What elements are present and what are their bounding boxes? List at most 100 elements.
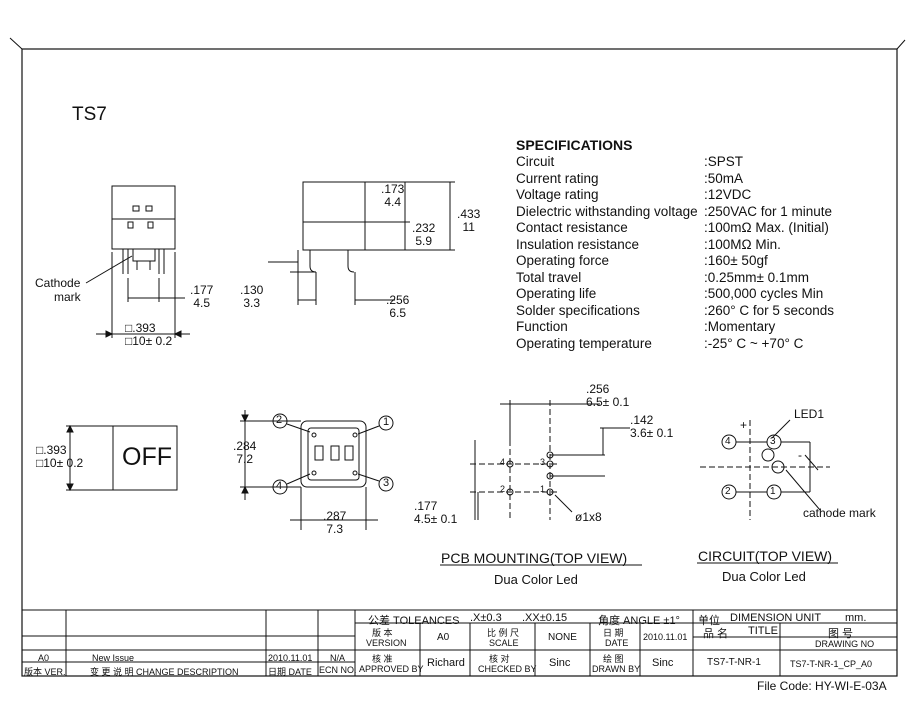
drawn-value: Sinc [652,657,674,669]
cathode-label-mark: mark [54,290,81,304]
spec-label: Operating temperature [516,336,652,351]
spec-value: :12VDC [704,187,752,202]
drawn-en: DRAWN BY [592,664,641,674]
scale-cn: 比 例 尺 [487,628,520,638]
led-label: LED1 [794,407,825,421]
drawing-no-en: DRAWING NO [815,639,875,649]
model-title: TS7 [72,104,107,125]
spec-value: :0.25mm± 0.1mm [704,270,809,285]
spec-label: Insulation resistance [516,237,640,252]
approved-cn: 核 准 [372,654,393,664]
checked-value: Sinc [549,657,571,669]
circuit-subcaption: Dua Color Led [722,569,806,584]
circuit-pin-2: 2 [725,486,731,497]
pcb-pin-1: 1 [540,484,546,494]
revision-date: 2010.11.01 [268,653,313,663]
plus-sign: + [740,418,748,432]
checked-en: CHECKED BY [478,664,537,674]
unit-value: mm. [845,612,867,624]
drawing-border [21,48,898,677]
spec-label: Dielectric withstanding voltage [516,204,698,219]
front-view [85,185,190,338]
circuit-view [700,419,830,520]
hole-size-label: ø1x8 [575,510,602,524]
spec-label: Current rating [516,171,599,186]
header-description: 变 更 说 明 CHANGE DESCRIPTION [90,667,239,677]
tolerance-xx: .XX±0.15 [522,612,568,624]
cathode-label: Cathode [35,276,81,290]
circuit-pin-3: 3 [770,436,776,447]
circuit-pin-1: 1 [770,486,776,497]
pin-marker-1: 1 [383,416,390,428]
approved-value: Richard [427,657,465,669]
circuit-caption: CIRCUIT(TOP VIEW) [698,548,833,564]
spec-value: :500,000 cycles Min [704,286,824,301]
scale-en: SCALE [489,638,519,648]
spec-value: :100mΩ Max. (Initial) [704,220,829,235]
pcb-caption: PCB MOUNTING(TOP VIEW) [441,550,628,566]
spec-value: :160± 50gf [704,253,768,268]
pcb-pin-4: 4 [500,457,506,467]
checked-cn: 核 对 [489,654,510,664]
scale-value: NONE [548,632,577,643]
minus-sign: - [798,448,802,462]
version-en: VERSION [366,638,407,648]
spec-label: Contact resistance [516,220,628,235]
pin-marker-4: 4 [276,480,283,492]
spec-label: Solder specifications [516,303,640,318]
spec-value: :250VAC for 1 minute [704,204,833,219]
revision-description: New Issue [92,653,135,663]
header-version: 版本 VER. [24,667,66,677]
spec-label: Operating force [516,253,610,268]
spec-label: Function [516,319,568,334]
dim-cap-393: □.393□10± 0.2 [36,443,84,470]
approved-en: APPROVED BY [359,664,424,674]
drawn-cn: 绘 图 [603,654,624,664]
top-view [240,410,394,530]
spec-label: Operating life [516,286,597,301]
date-en: DATE [605,638,629,648]
file-code: File Code: HY-WI-E-03A [757,679,887,693]
specifications-heading: SPECIFICATIONS [516,137,633,153]
date-value: 2010.11.01 [643,632,688,642]
cathode-mark-label: cathode mark [803,506,876,520]
cap-view [66,424,178,492]
side-view [268,181,455,305]
title-en: TITLE [748,625,778,637]
spec-value: :Momentary [704,319,776,334]
unit-label-cn: 单位 [698,615,720,627]
pcb-pin-2: 2 [500,484,506,494]
title-block-grid [22,609,897,676]
spec-value: :260° C for 5 seconds [704,303,834,318]
spec-label: Circuit [516,154,555,169]
pin-marker-2: 2 [276,414,283,426]
pcb-subcaption: Dua Color Led [494,572,578,587]
title-cn: 品 名 [703,628,729,640]
title-value: TS7-T-NR-1 [707,657,761,668]
spec-value: :-25° C ~ +70° C [704,336,804,351]
drawing-no-value: TS7-T-NR-1_CP_A0 [790,659,873,669]
version-value: A0 [437,632,450,643]
version-cn: 版 本 [372,628,393,638]
spec-label: Total travel [516,270,582,285]
angle-tolerance: 角度 ANGLE ±1° [598,615,680,627]
header-ecn: ECN NO. [319,665,357,675]
spec-value: :SPST [704,154,744,169]
pcb-pin-3: 3 [540,457,546,467]
drawing-no-cn: 图 号 [828,628,854,640]
cap-off-text: OFF [122,443,172,471]
revision-ecn: N/A [330,653,346,663]
circuit-pin-4: 4 [725,436,731,447]
revision-version: A0 [38,653,50,663]
pin-marker-3: 3 [383,477,390,489]
